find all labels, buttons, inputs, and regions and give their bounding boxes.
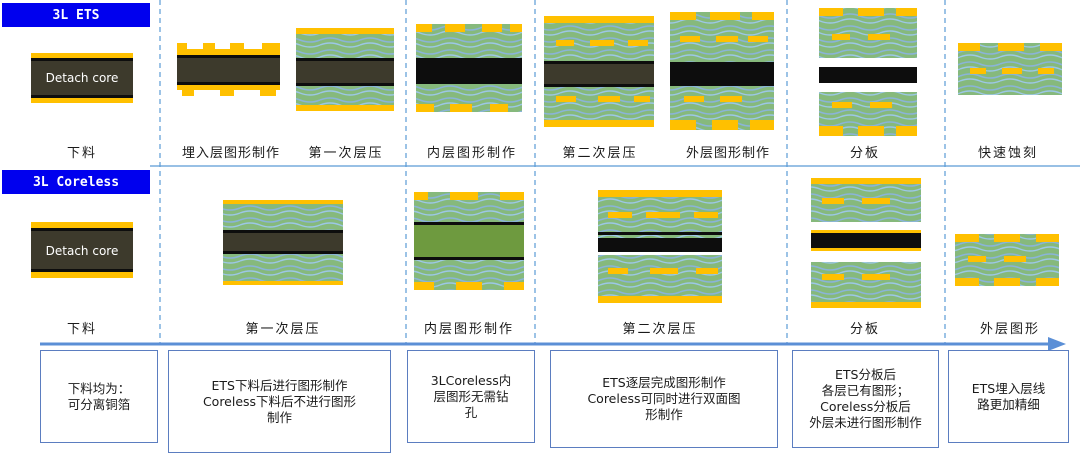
coreless-illustrations: [31, 178, 1059, 308]
coreless-detach-core: [31, 222, 133, 278]
ets-stage-label: 第一次层压: [308, 146, 384, 161]
note-box: ETS分板后 各层已有图形； Coreless分板后 外层未进行图形制作: [792, 350, 939, 448]
coreless-outer-pattern: [955, 234, 1059, 286]
ets-stage-label: 内层图形制作: [426, 146, 517, 161]
coreless-inner-pattern: [414, 192, 524, 290]
coreless-stage-label: 外层图形: [979, 322, 1040, 337]
note-box: ETS埋入层线 路更加精细: [948, 350, 1069, 443]
ets-illustrations: [31, 8, 1062, 136]
coreless-second-lamination: [598, 190, 722, 303]
note-box: 3LCoreless内 层图形无需钻 孔: [407, 350, 535, 443]
ets-inner-pattern: [416, 24, 522, 112]
ets-embedded-pattern: [177, 43, 280, 96]
note-box: ETS下料后进行图形制作 Coreless下料后不进行图形 制作: [168, 350, 391, 453]
ets-stage-label: 下料: [66, 146, 97, 161]
coreless-stage-label: 第一次层压: [245, 322, 321, 337]
ets-outer-pattern: [670, 12, 774, 130]
note-box: ETS逐层完成图形制作 Coreless可同时进行双面图 形制作: [550, 350, 778, 448]
coreless-stage-label: 内层图形制作: [423, 322, 514, 337]
coreless-first-lamination: [223, 200, 343, 285]
ets-stage-label: 第二次层压: [562, 146, 638, 161]
coreless-stage-label: 下料: [66, 322, 97, 337]
coreless-detach-core-label: Detach core: [45, 244, 119, 258]
timeline-arrow: [40, 337, 1066, 351]
ets-stage-label: 外层图形制作: [685, 146, 770, 161]
tag-3l-coreless: 3L Coreless: [2, 170, 150, 194]
ets-detach-core: [31, 53, 133, 103]
tag-3l-ets: 3L ETS: [2, 3, 150, 27]
coreless-stage-label: 分板: [849, 322, 880, 337]
ets-second-lamination: [544, 16, 654, 127]
ets-stage-label: 快速蚀刻: [977, 146, 1038, 161]
coreless-separation: [811, 178, 921, 308]
column-dividers: [159, 0, 946, 345]
ets-fast-etch: [958, 43, 1062, 95]
note-box: 下料均为： 可分离铜箔: [40, 350, 158, 443]
ets-first-lamination: [296, 28, 394, 111]
coreless-stage-label: 第二次层压: [622, 322, 698, 337]
ets-detach-core-label: Detach core: [45, 71, 119, 85]
ets-separation: [819, 8, 917, 136]
ets-stage-label: 分板: [849, 146, 880, 161]
ets-stage-label: 埋入层图形制作: [181, 146, 280, 161]
